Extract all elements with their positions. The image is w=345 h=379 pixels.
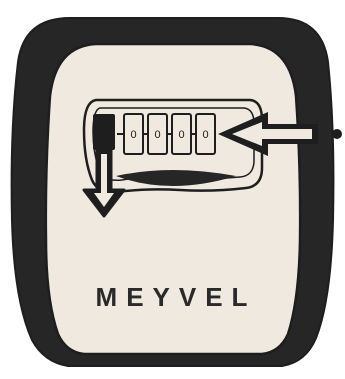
push-button[interactable] [93,114,115,150]
brand-logo: MEYVEL [96,282,257,312]
dial-digit-3: 0 [178,129,184,141]
dial-digit-1: 0 [130,129,136,141]
dial-digit-2: 0 [154,129,160,141]
dial-digit-4: 0 [202,129,208,141]
dot-icon [332,129,342,139]
